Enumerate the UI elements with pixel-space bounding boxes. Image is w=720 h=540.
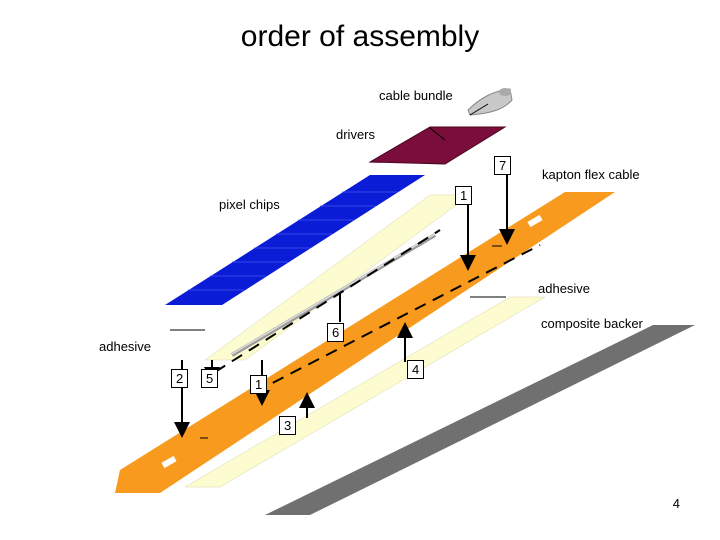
composite-backer-label: composite backer: [541, 316, 643, 331]
step-7-box: 7: [494, 156, 512, 175]
adhesive-lower-layer: [184, 296, 546, 488]
slide-title: order of assembly: [240, 20, 480, 53]
step-6-box: 6: [327, 323, 345, 342]
pixel-chips-label: pixel chips: [219, 197, 280, 212]
drivers-block: [368, 126, 507, 165]
pixel-chips-layer: [165, 175, 425, 305]
kapton-slot-left: [161, 455, 177, 469]
dashed-guides: [214, 229, 541, 393]
cable-bundle-label: cable bundle: [379, 88, 453, 103]
step-5-box: 5: [201, 369, 219, 388]
kapton-slot-right: [527, 214, 543, 228]
step-4-box: 4: [407, 360, 425, 379]
page-number: 4: [672, 496, 680, 511]
step-1b-box: 1: [250, 375, 268, 394]
leader-lines: [170, 103, 506, 439]
kapton-flex-layer: [115, 192, 615, 493]
kapton-flex-label: kapton flex cable: [542, 167, 640, 182]
pixel-chip-dividers: [188, 191, 398, 291]
step-3-box: 3: [279, 416, 297, 435]
cable-bundle-shape: [467, 88, 513, 116]
step-1a-box: 1: [455, 186, 473, 205]
adhesive-right-label: adhesive: [538, 281, 591, 296]
adhesive-left-label: adhesive: [99, 339, 152, 354]
cable-rod: [230, 233, 437, 357]
composite-backer-layer: [265, 325, 695, 515]
drivers-label: drivers: [336, 127, 376, 142]
step-2-box: 2: [171, 369, 189, 388]
